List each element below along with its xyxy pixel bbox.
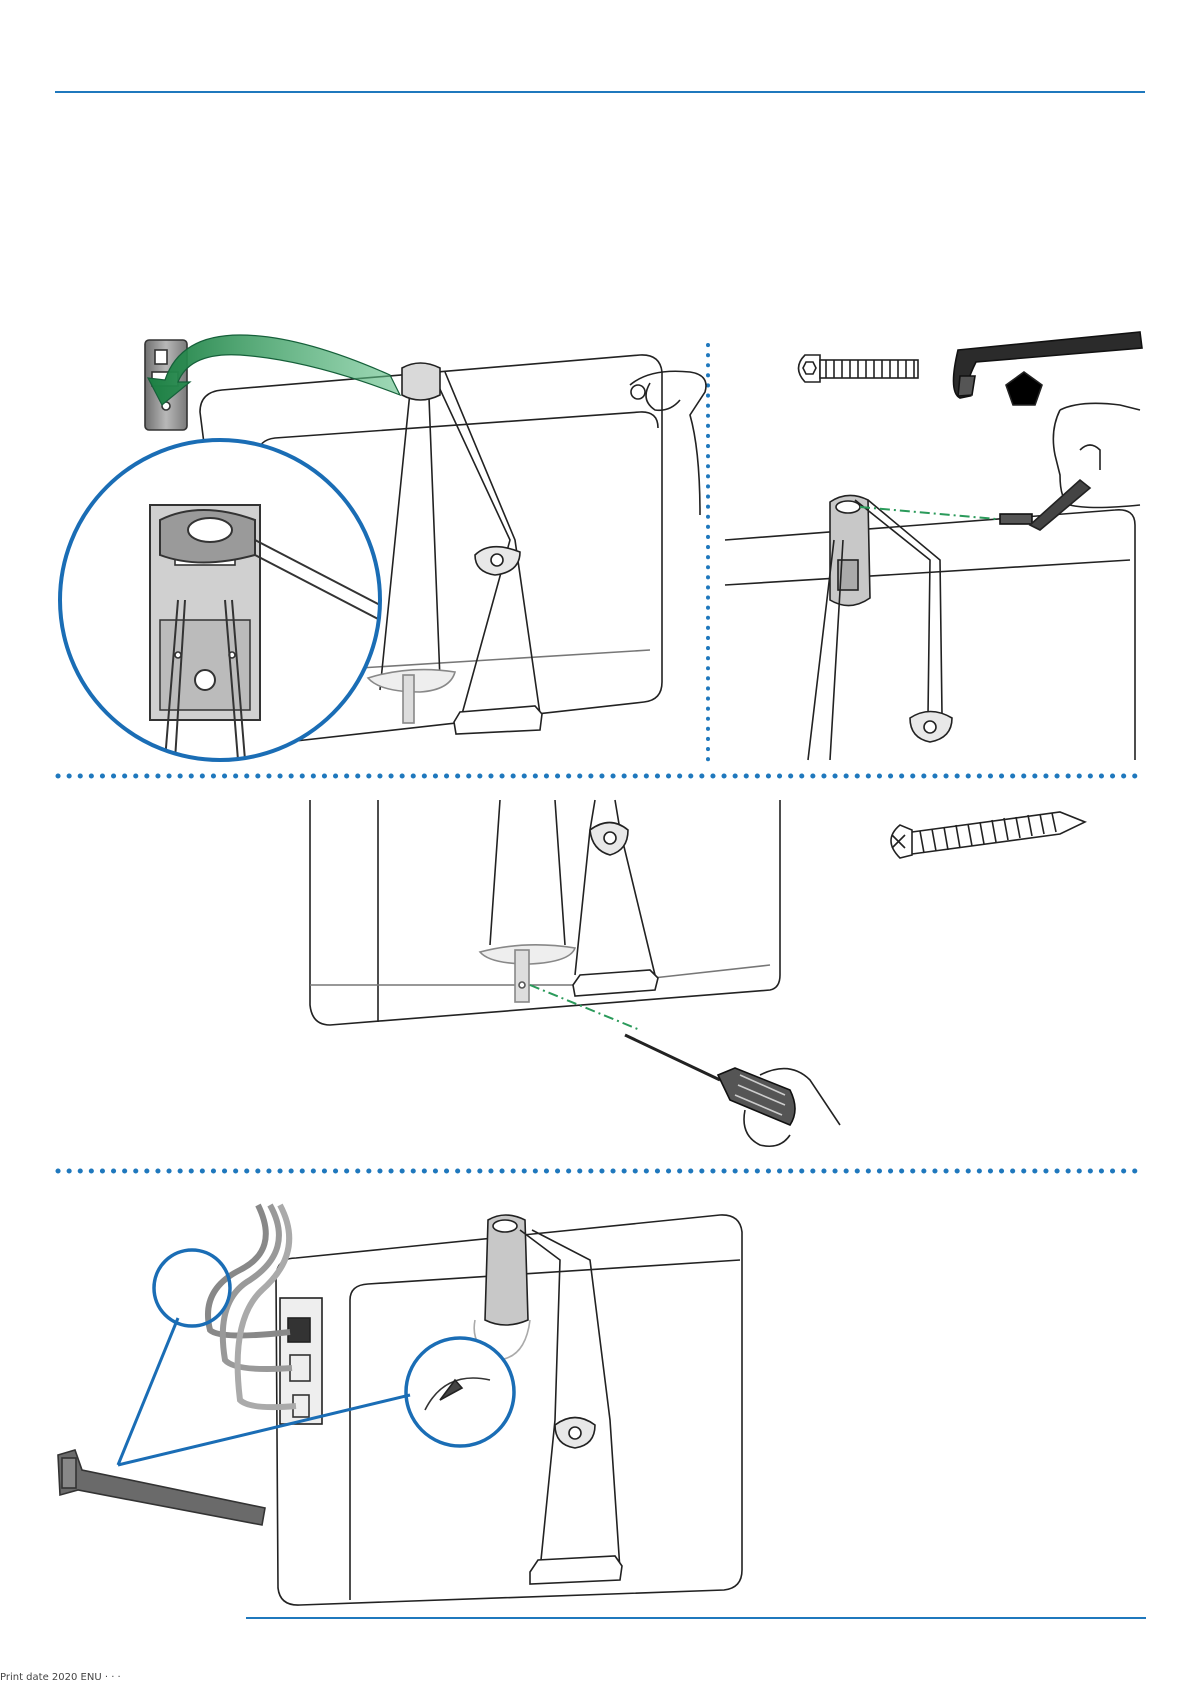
cable-tie-icon: [58, 1450, 265, 1525]
screwdriver-icon: [625, 1035, 795, 1125]
panel-step-1: [60, 335, 706, 760]
wood-screw-icon: [891, 812, 1085, 858]
button-head-screw-icon: [799, 355, 919, 382]
callout-magnifier: [60, 440, 380, 760]
panel-step-2: [725, 332, 1142, 760]
panel-step-3: [310, 800, 1085, 1146]
pentagon-marker-icon: [1006, 372, 1042, 405]
hex-key-icon: [953, 332, 1142, 398]
footer-note: Print date 2020 ENU · · ·: [0, 1672, 121, 1683]
panel-step-4: [58, 1205, 742, 1605]
